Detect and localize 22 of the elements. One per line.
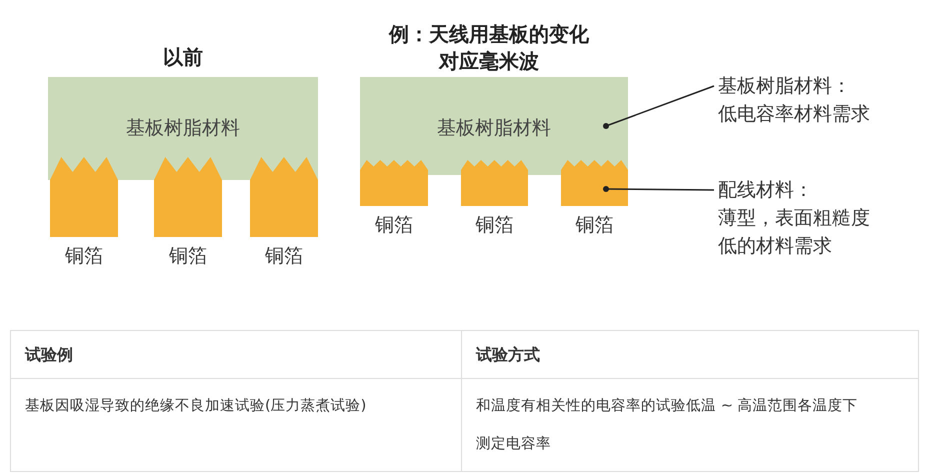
callout-text: 基板树脂材料： [718,74,852,99]
panel-heading: 以前 [162,44,204,71]
table-header-cell-text: 试验方式 [474,344,542,366]
copper-foil-label: 铜箔 [264,244,304,269]
copper-foil-label: 铜箔 [168,244,208,269]
callout-text: 配线材料： [718,178,814,203]
panel-heading: 例：天线用基板的变化对应毫米波 [388,21,590,75]
layer-label: 基板树脂材料 [436,116,552,141]
copper-foil-label: 铜箔 [574,213,614,238]
copper-foil-label: 铜箔 [64,244,104,269]
callout-text: 薄型，表面粗糙度低的材料需求 [718,206,871,259]
leader-line [603,85,714,129]
table-cell-text: 和温度有相关性的电容率的试验低温 ~ 高温范围各温度下测定电容率 [475,396,859,454]
callout-text: 低电容率材料需求 [718,102,871,127]
layer-label: 基板树脂材料 [125,116,241,141]
copper-foil-label: 铜箔 [474,213,514,238]
copper-foil-label: 铜箔 [374,213,414,238]
table-cell-text: 基板因吸湿导致的绝缘不良加速试验(压力蒸煮试验) [24,396,368,416]
table-header-cell-text: 试验例 [24,344,74,366]
substrate-resin-layer [48,77,318,180]
leader-line [603,186,714,192]
substrate-resin-layer [360,77,628,175]
